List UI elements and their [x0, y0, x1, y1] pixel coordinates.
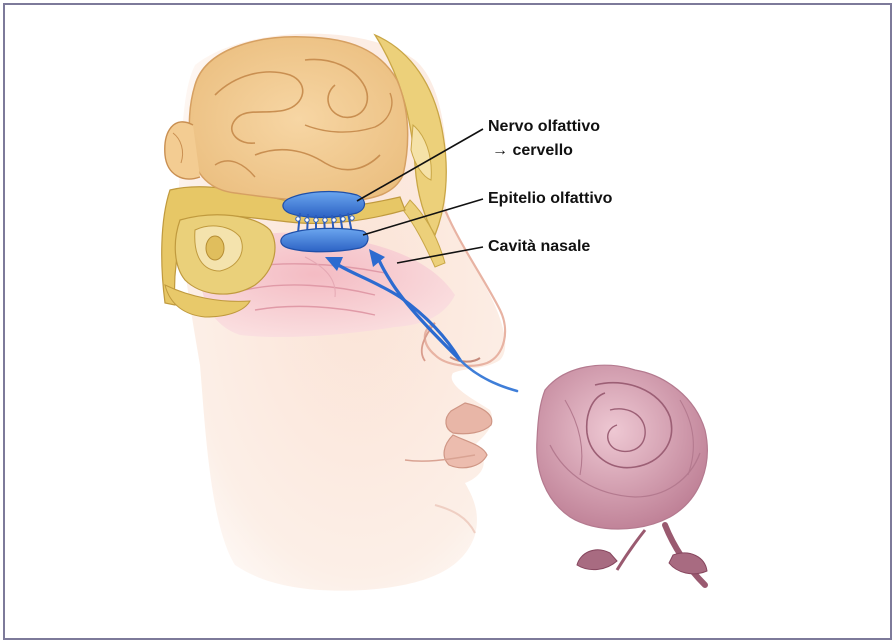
- rose-flower-illustration: [537, 365, 708, 585]
- label-nasal-cavity: Cavità nasale: [488, 237, 590, 257]
- olfaction-diagram: [5, 5, 890, 638]
- label-to-brain: → cervello: [492, 141, 573, 161]
- label-olfactory-nerve: Nervo olfattivo: [488, 117, 600, 137]
- label-olfactory-epithelium: Epitelio olfattivo: [488, 189, 612, 209]
- diagram-frame: Nervo olfattivo → cervello Epitelio olfa…: [3, 3, 892, 640]
